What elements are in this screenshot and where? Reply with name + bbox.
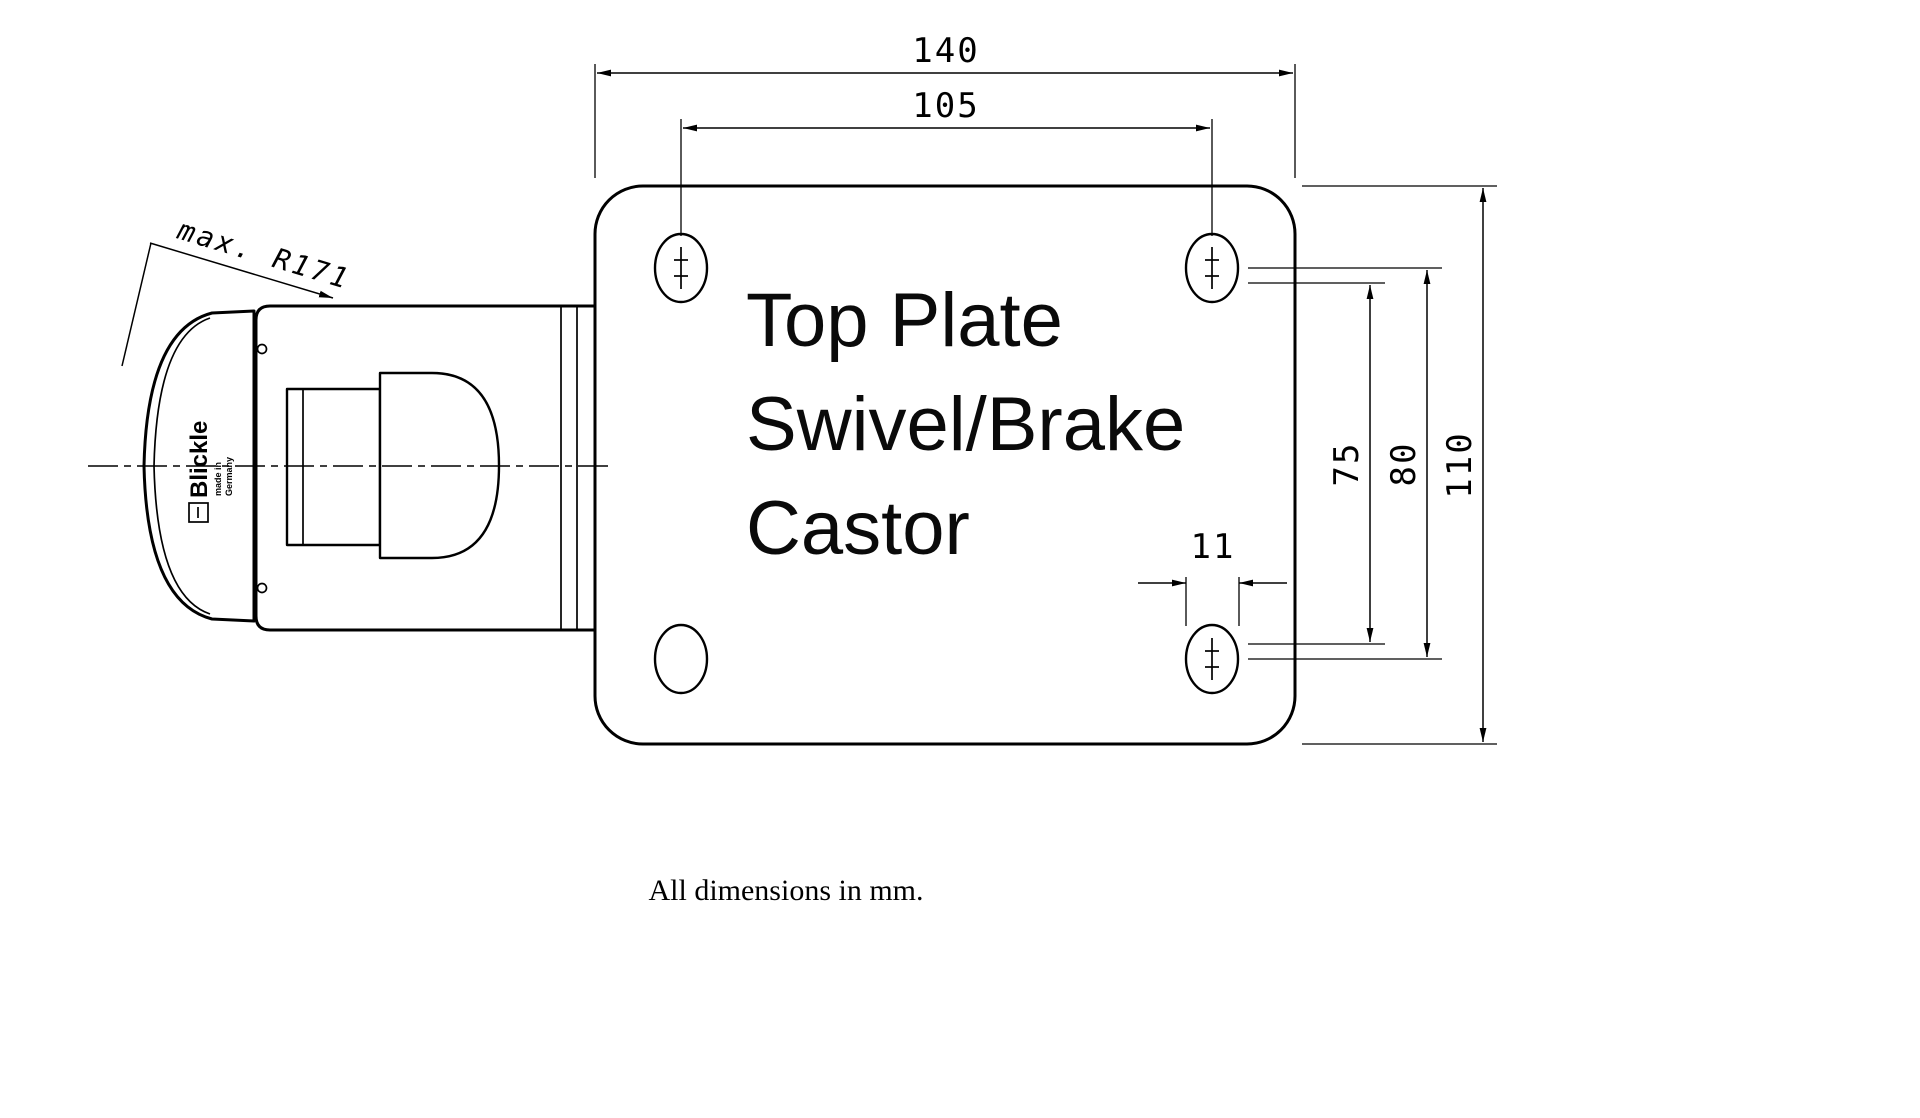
- radius-leader-line: [149, 242, 334, 299]
- dim-11-text: 11: [1191, 527, 1236, 567]
- mounting-slot-bottom-right: [1184, 623, 1240, 695]
- radius-label: max. R171: [173, 213, 355, 296]
- top-plate-view: Top Plate Swivel/Brake Castor: [593, 184, 1297, 746]
- logo-origin-line2: Germany: [224, 457, 234, 496]
- logo-square-icon: [188, 502, 209, 523]
- bolt-circle-top: [256, 343, 268, 355]
- plate-label-line2: Swivel/Brake: [746, 382, 1185, 467]
- footer-note: All dimensions in mm.: [648, 874, 923, 907]
- dim-105-text: 105: [912, 86, 979, 126]
- wheel-logo: Blickle made in Germany: [186, 421, 234, 523]
- castor-side-view: Blickle made in Germany: [142, 304, 624, 632]
- mounting-slot-bottom-left: [653, 623, 709, 695]
- logo-brand-text: Blickle: [186, 421, 213, 498]
- top-plate-outline: [593, 184, 1297, 746]
- dim-140-text: 140: [912, 31, 979, 71]
- dim-80-text: 80: [1384, 442, 1424, 487]
- radius-extension-line: [121, 242, 152, 367]
- dim-110-text: 110: [1440, 431, 1480, 498]
- plate-label-line1: Top Plate: [746, 278, 1063, 363]
- plate-label-line3: Castor: [746, 486, 970, 571]
- brake-housing: [285, 387, 382, 547]
- bolt-circle-bottom: [256, 582, 268, 594]
- dim-75-text: 75: [1327, 442, 1367, 487]
- logo-origin-line1: made in: [213, 462, 223, 496]
